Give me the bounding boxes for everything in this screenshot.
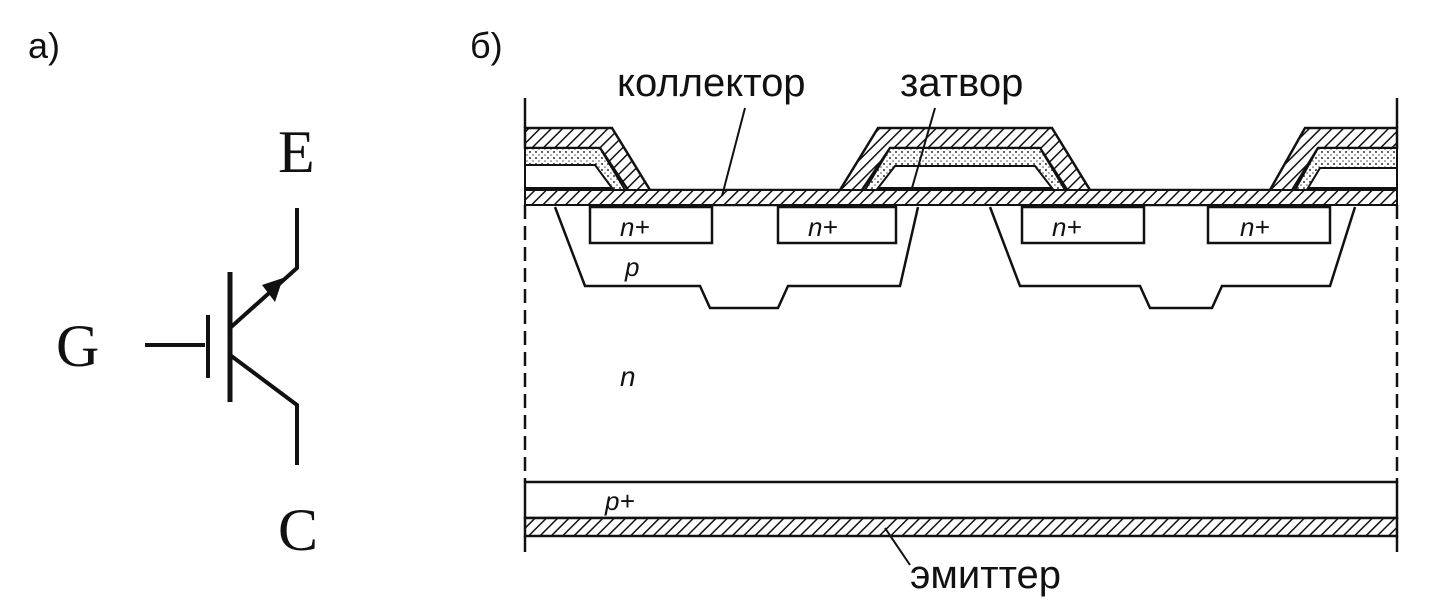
n-plus-region-3 [1020,205,1146,245]
emitter-callout: эмиттер [910,553,1061,597]
panel-a-label: а) [28,25,60,66]
bottom-metal-layer [523,516,1399,538]
gate-poly-right [1306,167,1398,189]
n-plus-region-1 [588,205,714,245]
panel-b-label: б) [470,25,503,66]
terminal-e-label: E [278,119,315,185]
p-base-label: p [624,252,639,282]
gate-leader [911,107,936,189]
emitter-leader [884,527,911,566]
n-plus-label-1: n+ [620,212,650,242]
n-plus-region-2 [776,205,898,245]
n-plus-label-2: n+ [808,212,838,242]
emitter-lead [228,208,299,330]
igbt-symbol [145,208,299,465]
emitter-arrow-icon [262,278,283,302]
terminal-c-label: C [278,497,318,563]
terminal-g-label: G [56,313,99,379]
p-well-right [988,206,1357,310]
n-plus-label-3: n+ [1052,212,1082,242]
collector-leader [721,107,746,197]
p-plus-label: p+ [604,486,635,516]
n-plus-region-4 [1206,205,1332,245]
collector-lead [228,353,299,465]
gate-callout: затвор [900,61,1023,105]
n-plus-label-4: n+ [1240,212,1270,242]
surface-metal-band [524,189,1398,206]
device-cross-section [523,98,1399,566]
gate-poly-left [524,164,614,189]
p-well-left [553,206,920,310]
p-plus-layer [523,480,1399,520]
n-drift-label: n [620,361,636,392]
gate-poly-center [875,165,1055,189]
collector-callout: коллектор [617,61,806,105]
